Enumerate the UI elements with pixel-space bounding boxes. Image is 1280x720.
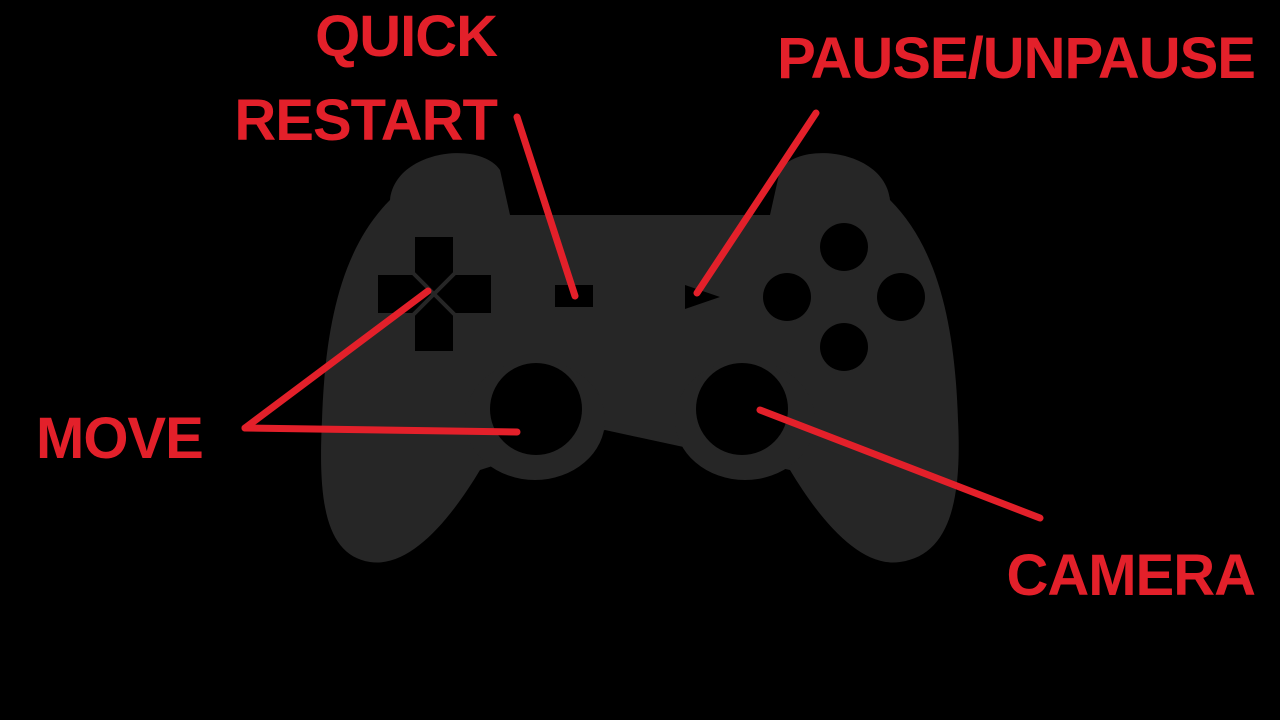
right-stick-icon [696, 363, 788, 455]
face-button-bottom-icon [820, 323, 868, 371]
quick-restart-pointer [513, 113, 579, 300]
face-button-right-icon [877, 273, 925, 321]
move-label: MOVE [36, 406, 203, 471]
quick-restart-label-line1: QUICK [315, 4, 498, 69]
start-button-icon [685, 285, 720, 309]
move-pointer-stick [241, 424, 521, 436]
face-buttons [763, 223, 925, 371]
face-button-left-icon [763, 273, 811, 321]
pause-pointer [693, 109, 820, 297]
face-button-top-icon [820, 223, 868, 271]
move-pointer-dpad [241, 287, 432, 432]
quick-restart-label-line2: RESTART [234, 88, 497, 153]
camera-label: CAMERA [1006, 543, 1255, 608]
left-stick-icon [490, 363, 582, 455]
annotation-lines [241, 109, 1044, 522]
camera-pointer [756, 406, 1044, 522]
annotation-labels: QUICK RESTART PAUSE/UNPAUSE MOVE CAMERA [36, 4, 1256, 608]
controller-body [321, 153, 959, 563]
pause-unpause-label: PAUSE/UNPAUSE [777, 26, 1255, 91]
